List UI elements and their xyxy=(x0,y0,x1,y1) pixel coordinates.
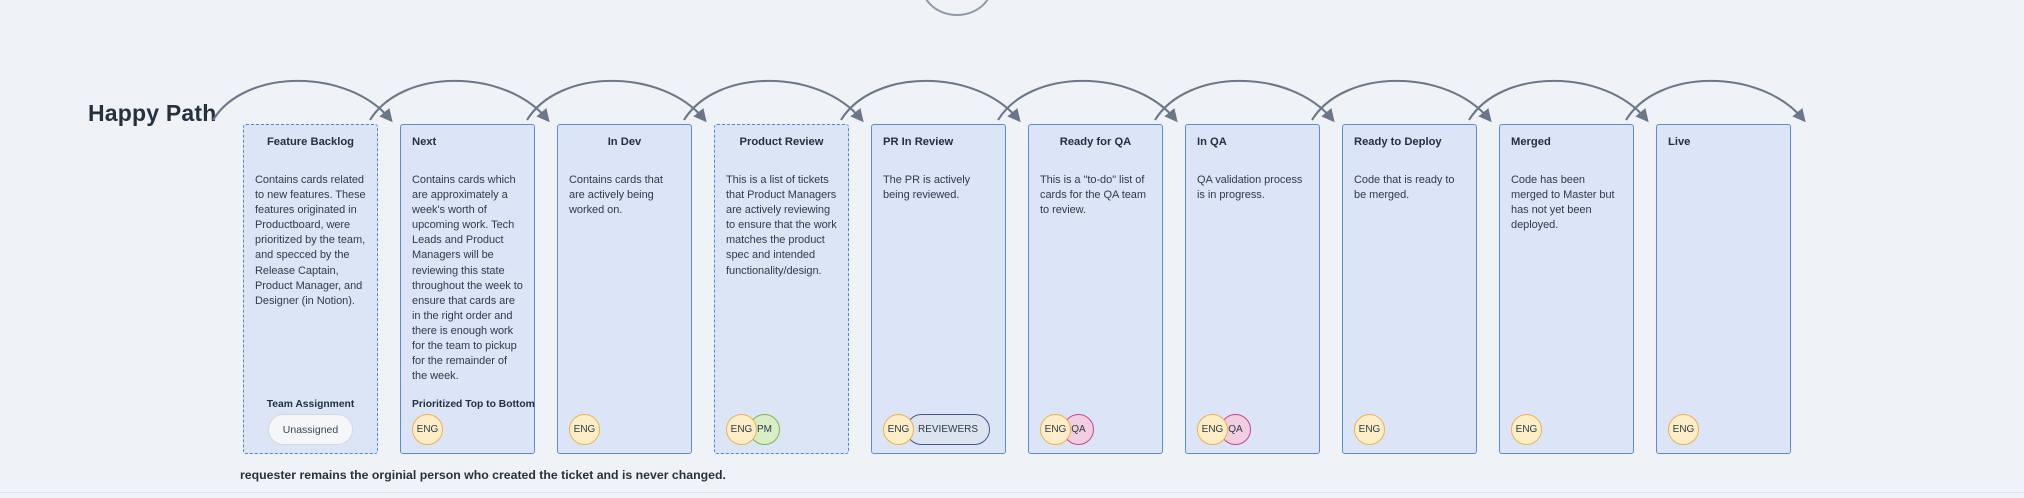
assignee-chip-eng[interactable]: ENG xyxy=(412,414,443,445)
lane-title: Ready for QA xyxy=(1059,136,1132,148)
assignee-chip-pm[interactable]: PM xyxy=(749,414,780,445)
lane-description: Code that is ready to be merged. xyxy=(1354,174,1455,202)
lane-description: Contains cards related to new features. … xyxy=(255,174,366,307)
lane-title: In QA xyxy=(1197,136,1227,148)
bottom-note: requester remains the orginial person wh… xyxy=(240,468,726,482)
assignee-chip-group: ENG xyxy=(1668,414,1779,445)
assignee-chip-group: ENG xyxy=(569,414,680,445)
lane-title: Feature Backlog xyxy=(266,136,355,148)
flow-arrow xyxy=(1625,79,1806,123)
assignee-chip-eng[interactable]: ENG xyxy=(1197,414,1228,445)
assignee-chip-eng[interactable]: ENG xyxy=(1354,414,1385,445)
lane-description: The PR is actively being reviewed. xyxy=(883,174,971,202)
assignee-chip-group: ENG xyxy=(1354,414,1465,445)
assignee-chip-group: ENG xyxy=(412,414,523,445)
page-title: Happy Path xyxy=(88,100,217,126)
lane-title: Product Review xyxy=(739,136,824,148)
lane-card[interactable]: In QA QA validation process is in progres… xyxy=(1185,124,1320,454)
flow-arrow xyxy=(212,79,393,123)
assignee-chip-eng[interactable]: ENG xyxy=(1040,414,1071,445)
assignee-chip-eng[interactable]: ENG xyxy=(1668,414,1699,445)
assignee-chip-reviewers[interactable]: REVIEWERS xyxy=(906,414,991,445)
lane-description: Contains cards that are actively being w… xyxy=(569,174,663,217)
lane-footer-label: Team Assignment xyxy=(266,399,355,410)
flow-arrow xyxy=(369,79,550,123)
lane-title: In Dev xyxy=(607,136,642,148)
lane-footer: ENG xyxy=(558,414,691,445)
assignee-chip-unassigned[interactable]: Unassigned xyxy=(267,414,354,445)
assignee-chip-eng[interactable]: ENG xyxy=(726,414,757,445)
partial-circle-shape-icon xyxy=(921,0,993,16)
lane-description: Contains cards which are approximately a… xyxy=(412,174,523,383)
flow-arrow xyxy=(526,79,707,123)
assignee-chip-qa[interactable]: QA xyxy=(1220,414,1251,445)
flow-arrow xyxy=(1154,79,1335,123)
lane-title: Merged xyxy=(1511,136,1551,148)
lane-description: This is a list of tickets that Product M… xyxy=(726,174,837,277)
lane-description: QA validation process is in progress. xyxy=(1197,174,1303,202)
bottom-divider xyxy=(0,492,2024,493)
flow-arrow xyxy=(997,79,1178,123)
lane-title: Next xyxy=(412,136,437,148)
lane-footer-label: Prioritized Top to Bottom xyxy=(412,399,535,410)
lane-description: Code has been merged to Master but has n… xyxy=(1511,174,1615,232)
flow-arrow xyxy=(683,79,864,123)
assignee-chip-group: Unassigned xyxy=(255,414,366,445)
lane-title: Live xyxy=(1668,136,1691,148)
lane-description: This is a "to-do" list of cards for the … xyxy=(1040,174,1146,217)
lane-footer: ENG xyxy=(1657,414,1790,445)
flow-arrow xyxy=(1311,79,1492,123)
assignee-chip-group: ENG xyxy=(1511,414,1622,445)
lane-title: PR In Review xyxy=(883,136,954,148)
assignee-chip-eng[interactable]: ENG xyxy=(883,414,914,445)
lane-title: Ready to Deploy xyxy=(1354,136,1442,148)
flow-arrow xyxy=(840,79,1021,123)
assignee-chip-eng[interactable]: ENG xyxy=(569,414,600,445)
lane-footer: ENG xyxy=(1500,414,1633,445)
lane-card[interactable]: Ready for QA This is a "to-do" list of ca… xyxy=(1028,124,1163,454)
lane-footer: ENG xyxy=(1343,414,1476,445)
flow-arrow xyxy=(1468,79,1649,123)
assignee-chip-eng[interactable]: ENG xyxy=(1511,414,1542,445)
